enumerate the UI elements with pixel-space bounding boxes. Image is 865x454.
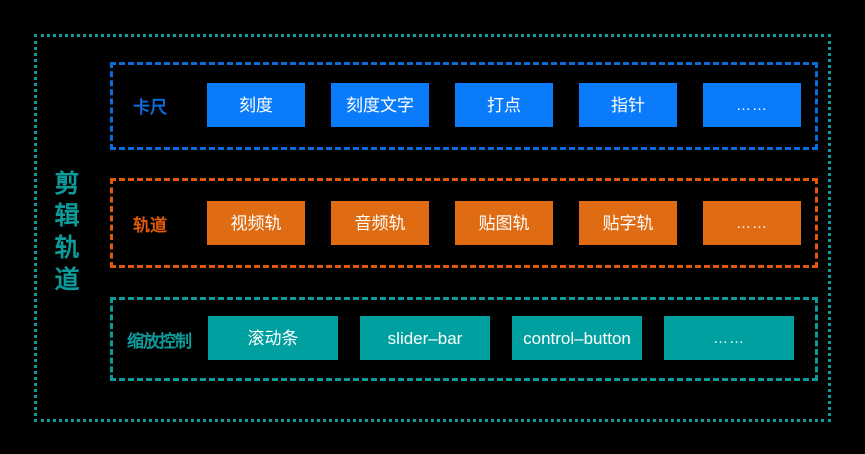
card-track-sticker[interactable]: 贴图轨 [455,201,553,245]
group-ruler: 卡尺 刻度 刻度文字 打点 指针 …… [110,62,818,150]
card-zoom-more[interactable]: …… [664,316,794,360]
group-track: 轨道 视频轨 音频轨 贴图轨 贴字轨 …… [110,178,818,268]
group-label-ruler: 卡尺 [133,98,167,117]
card-track-text[interactable]: 贴字轨 [579,201,677,245]
diagram-title-vertical: 剪辑轨道 [54,170,80,294]
card-list-track: 视频轨 音频轨 贴图轨 贴字轨 …… [207,201,801,245]
card-ruler-scale-text[interactable]: 刻度文字 [331,83,429,127]
group-label-track: 轨道 [133,216,167,235]
group-zoom-control: 缩放控制 滚动条 slider–bar control–button …… [110,297,818,381]
card-track-video[interactable]: 视频轨 [207,201,305,245]
card-ruler-marker[interactable]: 打点 [455,83,553,127]
outer-container-box [34,34,831,422]
card-list-ruler: 刻度 刻度文字 打点 指针 …… [207,83,801,127]
card-track-audio[interactable]: 音频轨 [331,201,429,245]
card-zoom-control-button[interactable]: control–button [512,316,642,360]
card-track-more[interactable]: …… [703,201,801,245]
card-ruler-scale[interactable]: 刻度 [207,83,305,127]
card-list-zoom-control: 滚动条 slider–bar control–button …… [208,316,794,360]
group-label-zoom-control: 缩放控制 [127,332,192,351]
card-zoom-scrollbar[interactable]: 滚动条 [208,316,338,360]
card-zoom-slider-bar[interactable]: slider–bar [360,316,490,360]
card-ruler-more[interactable]: …… [703,83,801,127]
card-ruler-pointer[interactable]: 指针 [579,83,677,127]
